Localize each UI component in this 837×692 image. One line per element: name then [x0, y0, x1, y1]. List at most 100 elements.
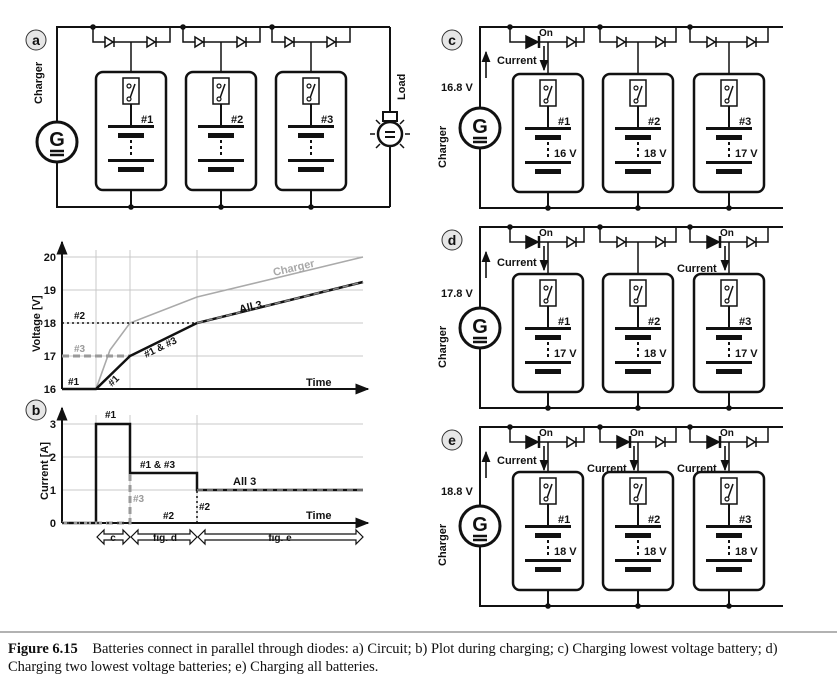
svg-text:#3: #3 [739, 116, 751, 128]
voltage-ytick-17: 17 [44, 351, 56, 363]
panel-e-on-label-2: On [630, 428, 644, 439]
phase-label-c: c [110, 533, 116, 544]
panel-a-charger-label: Charger [33, 61, 45, 104]
svg-text:G: G [472, 514, 488, 536]
charger-voltage-line [95, 256, 364, 390]
b13-annotation: #1 & #3 [142, 335, 179, 360]
svg-text:17 V: 17 V [554, 348, 577, 360]
svg-text:#1: #1 [558, 514, 570, 526]
all-3-dashed-overlay [196, 281, 364, 324]
svg-text:#2: #2 [648, 514, 660, 526]
current-grid [62, 415, 363, 523]
svg-text:G: G [49, 129, 65, 151]
panel-c-battery-2: #2 18 V [601, 72, 675, 208]
panel-a-load-label: Load [396, 74, 408, 100]
phase-arrows [96, 528, 364, 546]
cur-b1-annotation: #1 [105, 410, 117, 421]
cur-b2b-annotation: #2 [199, 502, 211, 513]
svg-text:#2: #2 [231, 114, 243, 126]
panel-c-charger-label: Charger [437, 125, 449, 168]
figure-caption-text: Batteries connect in parallel through di… [8, 641, 778, 675]
panel-d-label: d [448, 232, 457, 248]
charger-annotation: Charger [272, 258, 316, 279]
panel-c-label: c [448, 32, 456, 48]
svg-text:16 V: 16 V [554, 148, 577, 160]
current-ytick-3: 3 [50, 419, 56, 431]
panel-c-battery-3: #3 17 V [692, 72, 766, 208]
voltage-ytick-19: 19 [44, 285, 56, 297]
panel-d-battery-2: #2 18 V [601, 272, 675, 408]
battery-1-current-line [62, 422, 363, 525]
b2-annotation: #2 [74, 311, 86, 322]
panel-a-battery-2: #2 [184, 70, 258, 207]
svg-text:#2: #2 [648, 316, 660, 328]
all-3-annotation: All 3 [238, 299, 263, 316]
svg-text:G: G [472, 316, 488, 338]
svg-text:#3: #3 [739, 316, 751, 328]
panel-e-charger-label: Charger [437, 523, 449, 566]
panel-e-battery-2: #2 18 V [601, 470, 675, 606]
panel-a-label-badge [25, 29, 47, 51]
panel-d-charger-label: Charger [437, 325, 449, 368]
panel-d-battery-1: #1 17 V [511, 272, 585, 408]
svg-text:#1: #1 [558, 116, 570, 128]
phase-arrow-e [197, 528, 364, 546]
panel-e-circuit: e On On On Current Current Current 18.8 … [437, 424, 783, 609]
cur-b3-annotation: #3 [133, 494, 145, 505]
phase-label-d: fig. d [153, 533, 177, 544]
svg-text:18 V: 18 V [735, 546, 758, 558]
svg-text:17 V: 17 V [735, 148, 758, 160]
current-ytick-2: 2 [50, 452, 56, 464]
panel-e-on-label-1: On [539, 428, 553, 439]
voltage-ylabel: Voltage [V] [31, 295, 43, 352]
panel-c-on-label: On [539, 28, 553, 39]
panel-e-generator: G [458, 504, 502, 548]
svg-text:#3: #3 [321, 114, 333, 126]
svg-text:18 V: 18 V [644, 348, 667, 360]
svg-text:G: G [472, 116, 488, 138]
current-xlabel: Time [306, 510, 331, 522]
panel-e-battery-1: #1 18 V [511, 470, 585, 606]
panel-e-charger-voltage: 18.8 V [441, 486, 473, 498]
panel-d-on-label-1: On [539, 228, 553, 239]
panel-e-label: e [448, 432, 456, 448]
current-ylabel: Current [A] [39, 442, 51, 500]
panel-c-diode-icons [525, 34, 757, 50]
svg-text:18 V: 18 V [644, 546, 667, 558]
panel-b-current-plot: b 0 1 2 3 Current [A] Time #1 #1 & #3 Al… [25, 399, 370, 546]
panel-b-voltage-plot: 16 17 18 19 20 Voltage [V] Time Charger … [31, 240, 370, 396]
panel-d-circuit: d On On Current Current 17.8 V G [437, 224, 783, 411]
svg-text:18 V: 18 V [644, 148, 667, 160]
panel-e-on-label-3: On [720, 428, 734, 439]
panel-a-circuit: a G Charger Load [25, 24, 410, 210]
panel-c-charger-voltage: 16.8 V [441, 82, 473, 94]
voltage-xlabel: Time [306, 377, 331, 389]
b3-annotation: #3 [74, 344, 86, 355]
voltage-ytick-18: 18 [44, 318, 56, 330]
phase-label-e: fig. e [268, 533, 292, 544]
panel-d-current-label-1: Current [497, 257, 537, 269]
figure-caption: Figure 6.15 Batteries connect in paralle… [8, 640, 828, 676]
panel-e-current-label-1: Current [497, 455, 537, 467]
panel-a-label: a [32, 32, 40, 48]
phase-arrow-d [130, 528, 198, 546]
cur-b2-annotation: #2 [163, 511, 175, 522]
panel-d-diode-icons [525, 234, 757, 250]
panel-c-label-badge [441, 29, 463, 51]
current-ytick-0: 0 [50, 518, 56, 530]
voltage-ytick-20: 20 [44, 252, 56, 264]
panel-c-current-label: Current [497, 55, 537, 67]
svg-text:17 V: 17 V [735, 348, 758, 360]
panel-a-generator: G [35, 120, 79, 164]
panel-a-load-lamp-icon [370, 111, 410, 150]
cur-all3-annotation: All 3 [233, 476, 256, 488]
panel-b-label: b [32, 402, 41, 418]
figure-label: Figure 6.15 [8, 641, 78, 657]
panel-a-battery-3: #3 [274, 70, 348, 207]
panel-d-battery-3: #3 17 V [692, 272, 766, 408]
battery-3-current-line [62, 473, 132, 525]
panel-d-charger-voltage: 17.8 V [441, 288, 473, 300]
current-ytick-1: 1 [50, 485, 56, 497]
panel-a-diode-icons [104, 35, 337, 49]
